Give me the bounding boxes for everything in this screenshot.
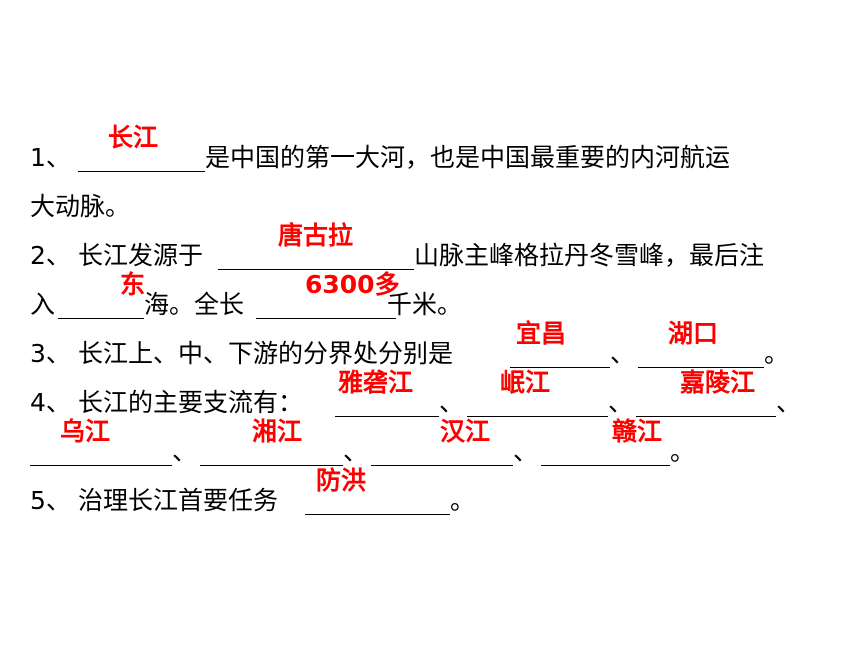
question-1-text-a: 是中国的第一大河，也是中国最重要的内河航运 [205,143,731,172]
q2-answer-mountain: 唐古拉 [278,221,354,250]
question-2-text-e: 千米。 [387,290,463,319]
q4-blank-2[interactable] [467,416,608,417]
q4-separator-4: 、 [172,437,198,466]
q3-answer-1: 宜昌 [516,319,567,348]
q3-answer-2: 湖口 [668,319,719,348]
q4-separator-1: 、 [439,388,465,417]
q1-answer: 长江 [108,123,159,152]
q4-blank-5[interactable] [200,465,343,466]
question-5-text-a: 治理长江首要任务 [78,486,279,515]
question-1-number: 1、 [30,143,71,172]
q2-blank-sea[interactable] [58,318,144,319]
q3-blank-1[interactable] [510,367,610,368]
question-2-text-d: 海。全长 [144,290,245,319]
question-5-line-1: 5、 治理长江首要任务 防洪 。 [0,466,860,521]
question-2-line-1: 2、 长江发源于 唐古拉 山脉主峰格拉丹冬雪峰，最后注 [0,221,860,276]
q4-separator-5: 、 [343,437,369,466]
q5-blank[interactable] [305,514,450,515]
q2-answer-sea: 东 [120,270,146,299]
q4-answer-1: 雅砻江 [338,368,414,397]
q4-end: 。 [670,437,696,466]
q3-separator: 、 [610,339,636,368]
question-1-text-b: 大动脉。 [30,192,131,221]
q4-answer-6: 汉江 [440,417,491,446]
q2-blank-length[interactable] [256,318,396,319]
question-5-number: 5、 [30,486,71,515]
question-4-line-2: 乌江 、 湘江 、 汉江 、 赣江 。 [0,417,860,472]
q4-separator-3: 、 [776,388,802,417]
question-3-line-1: 3、 长江上、中、下游的分界处分别是 宜昌 、 湖口 。 [0,319,860,374]
question-1-line-2: 大动脉。 [0,187,860,227]
q2-answer-length: 6300多 [305,270,400,299]
q1-blank[interactable] [78,171,205,172]
question-3-text-a: 长江上、中、下游的分界处分别是 [78,339,454,368]
q4-blank-7[interactable] [541,465,670,466]
question-2-line-2: 入 东 海。全长 千米。 6300多 [0,270,860,325]
question-2-text-c: 入 [30,290,56,319]
question-2-text-b: 山脉主峰格拉丹冬雪峰，最后注 [414,241,765,270]
q3-blank-2[interactable] [638,367,764,368]
question-1-line-1: 1、 长江 是中国的第一大河，也是中国最重要的内河航运 [0,123,860,178]
q4-answer-3: 嘉陵江 [680,368,756,397]
q5-answer: 防洪 [316,466,367,495]
q4-blank-1[interactable] [335,416,439,417]
question-4-number: 4、 [30,388,71,417]
question-3-number: 3、 [30,339,71,368]
q4-separator-2: 、 [608,388,634,417]
q4-separator-6: 、 [513,437,539,466]
question-4-text-a: 长江的主要支流有： [78,388,304,417]
question-2-text-a: 长江发源于 [78,241,204,270]
question-4-line-1: 4、 长江的主要支流有： 雅砻江 、 岷江 、 嘉陵江 、 [0,368,860,423]
q5-end: 。 [450,486,476,515]
q2-blank-mountain[interactable] [218,269,414,270]
q4-answer-5: 湘江 [252,417,303,446]
q4-blank-4[interactable] [30,465,172,466]
q4-blank-3[interactable] [636,416,776,417]
q4-answer-2: 岷江 [500,368,551,397]
q4-answer-4: 乌江 [60,417,111,446]
q4-blank-6[interactable] [371,465,513,466]
question-2-number: 2、 [30,241,71,270]
q4-answer-7: 赣江 [612,417,663,446]
q3-end: 。 [764,339,790,368]
